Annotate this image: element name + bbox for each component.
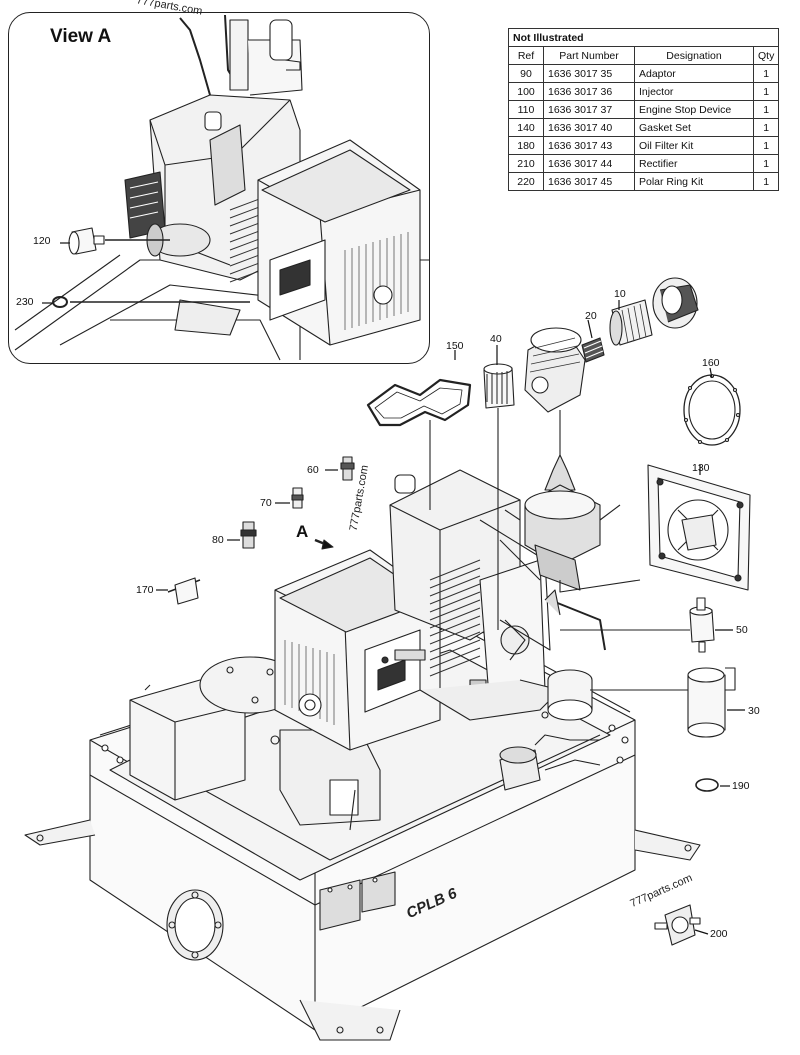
table-row: 110 1636 3017 37 Engine Stop Device 1 <box>508 100 780 119</box>
gasket-150 <box>366 378 472 510</box>
table-caption: Not Illustrated <box>507 28 780 47</box>
cell-designation: Oil Filter Kit <box>634 136 754 155</box>
cell-qty: 1 <box>752 136 780 155</box>
table-row: 140 1636 3017 40 Gasket Set 1 <box>508 118 780 137</box>
callout-200: 200 <box>710 928 728 940</box>
not-illustrated-table: Not Illustrated Ref Part Number Designat… <box>507 28 780 191</box>
canister-30 <box>590 667 736 738</box>
cell-ref: 180 <box>508 136 544 155</box>
o-ring-190 <box>695 778 719 792</box>
cell-ref: 110 <box>508 100 544 119</box>
callout-80: 80 <box>212 534 224 546</box>
callout-30: 30 <box>748 705 760 717</box>
view-a-arrow-label: A <box>296 522 309 541</box>
callout-190: 190 <box>732 780 750 792</box>
table-row: 220 1636 3017 45 Polar Ring Kit 1 <box>508 172 780 191</box>
fuel-filter-50 <box>560 597 715 653</box>
cell-part-number: 1636 3017 40 <box>543 118 635 137</box>
view-a-frame <box>8 12 430 364</box>
callout-150: 150 <box>446 340 464 352</box>
cell-qty: 1 <box>752 100 780 119</box>
cell-designation: Rectifier <box>634 154 754 173</box>
cell-qty: 1 <box>752 154 780 173</box>
table-header-row: Ref Part Number Designation Qty <box>508 46 780 65</box>
engine <box>389 469 606 791</box>
gasket-160 <box>683 373 741 446</box>
air-filter-housing <box>524 327 586 500</box>
cell-designation: Adaptor <box>634 64 754 83</box>
cell-part-number: 1636 3017 36 <box>543 82 635 101</box>
cell-qty: 1 <box>752 172 780 191</box>
oil-filter-40 <box>483 363 515 630</box>
cell-part-number: 1636 3017 37 <box>543 100 635 119</box>
header-designation: Designation <box>634 46 754 65</box>
rectifier-200 <box>654 904 701 946</box>
table-row: 100 1636 3017 36 Injector 1 <box>508 82 780 101</box>
cell-qty: 1 <box>752 64 780 83</box>
callout-20: 20 <box>585 310 597 322</box>
cell-part-number: 1636 3017 35 <box>543 64 635 83</box>
cell-part-number: 1636 3017 44 <box>543 154 635 173</box>
callout-10: 10 <box>614 288 626 300</box>
header-qty: Qty <box>752 46 780 65</box>
fuel-filter-housing <box>504 454 641 593</box>
fan-plate-130 <box>647 464 751 591</box>
cell-qty: 1 <box>752 118 780 137</box>
cell-ref: 220 <box>508 172 544 191</box>
cell-qty: 1 <box>752 82 780 101</box>
callout-60: 60 <box>307 464 319 476</box>
table-row: 210 1636 3017 44 Rectifier 1 <box>508 154 780 173</box>
callout-130: 130 <box>692 462 710 474</box>
inline-filter-170 <box>167 577 201 605</box>
callout-120: 120 <box>33 235 51 247</box>
callout-70: 70 <box>260 497 272 509</box>
callout-160: 160 <box>702 357 720 369</box>
sensors <box>240 456 355 549</box>
cell-ref: 140 <box>508 118 544 137</box>
cell-designation: Polar Ring Kit <box>634 172 754 191</box>
view-a-illustration <box>14 14 430 361</box>
table-row: 90 1636 3017 35 Adaptor 1 <box>508 64 780 83</box>
cell-ref: 210 <box>508 154 544 173</box>
air-filter-10 <box>609 277 699 346</box>
cell-part-number: 1636 3017 43 <box>543 136 635 155</box>
header-part-number: Part Number <box>543 46 635 65</box>
element-20 <box>581 337 605 363</box>
cell-part-number: 1636 3017 45 <box>543 172 635 191</box>
cell-ref: 100 <box>508 82 544 101</box>
header-ref: Ref <box>508 46 544 65</box>
view-a-title: View A <box>50 26 112 47</box>
callout-40: 40 <box>490 333 502 345</box>
battery <box>129 679 246 801</box>
cell-ref: 90 <box>508 64 544 83</box>
callout-170: 170 <box>136 584 154 596</box>
callout-230: 230 <box>16 296 34 308</box>
cell-designation: Injector <box>634 82 754 101</box>
table-row: 180 1636 3017 43 Oil Filter Kit 1 <box>508 136 780 155</box>
cell-designation: Engine Stop Device <box>634 100 754 119</box>
cell-designation: Gasket Set <box>634 118 754 137</box>
callout-50: 50 <box>736 624 748 636</box>
